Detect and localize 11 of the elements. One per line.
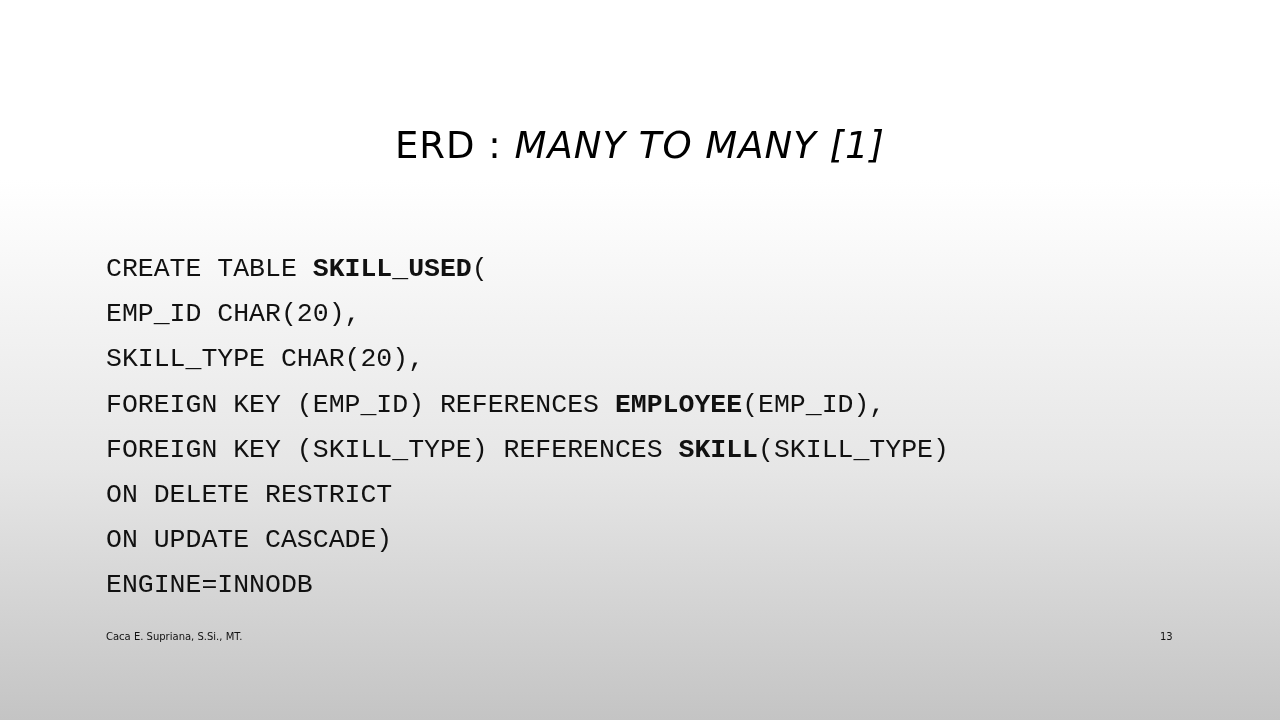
code-line: FOREIGN KEY (SKILL_TYPE) REFERENCES SKILL(SKILL_TYPE)	[106, 434, 949, 465]
author-footer: Caca E. Supriana, S.Si., MT.	[106, 631, 243, 642]
code-line: ON DELETE RESTRICT	[106, 480, 393, 510]
code-line: SKILL_TYPE CHAR(20),	[106, 344, 425, 375]
page-number: 13	[1160, 631, 1173, 642]
code-line: ON UPDATE CASCADE)	[106, 525, 393, 556]
code-line: EMP_ID CHAR(20),	[106, 299, 361, 330]
slide-title: ERD : MANY TO MANY [1]	[395, 124, 885, 167]
code-line: CREATE TABLE SKILL_USED(	[106, 254, 488, 284]
code-line: FOREIGN KEY (EMP_ID) REFERENCES EMPLOYEE(EMP_ID),	[106, 389, 886, 420]
code-line: ENGINE=INNODB	[106, 570, 313, 601]
